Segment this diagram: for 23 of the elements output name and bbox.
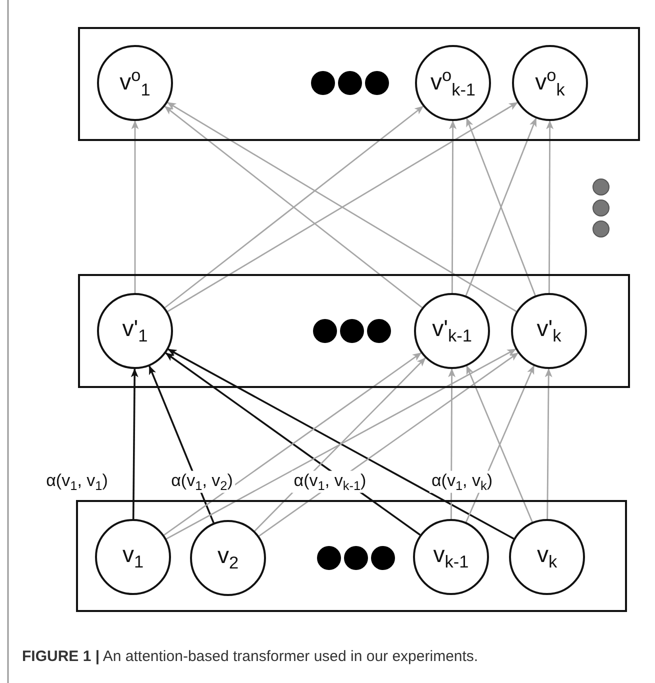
arrow	[258, 352, 519, 537]
arrow	[130, 368, 138, 519]
layer-box	[78, 27, 640, 141]
neuron-label: v$_{2}$	[217, 544, 239, 572]
layer-box	[76, 500, 627, 612]
arrow	[131, 120, 139, 293]
neuron-label: v'$_{1}$	[122, 317, 148, 345]
arrow	[449, 120, 457, 293]
figure-caption: FIGURE 1 | An attention-based transformer used in our experiments.	[22, 648, 478, 665]
layer-box	[78, 274, 630, 388]
neuron-circle	[190, 520, 266, 596]
neuron-circle	[413, 519, 489, 595]
neuron-label: v$_{k}$	[536, 543, 558, 571]
edge-label: α(v$_{1}$, v$_{2}$)	[169, 470, 235, 494]
arrow	[546, 120, 554, 293]
neuron-circle	[415, 45, 491, 121]
neuron-label: v'$_{k-1}$	[432, 317, 472, 345]
neuron-label: v$_{k-1}$	[433, 543, 469, 571]
neuron-circle	[414, 293, 490, 369]
neuron-label: v$_{1}$	[122, 543, 144, 571]
arrow	[544, 368, 552, 519]
neuron-label: v'$_{k}$	[536, 317, 562, 345]
edge-label: α(v$_{1}$, v$_{k-1}$)	[292, 470, 368, 494]
